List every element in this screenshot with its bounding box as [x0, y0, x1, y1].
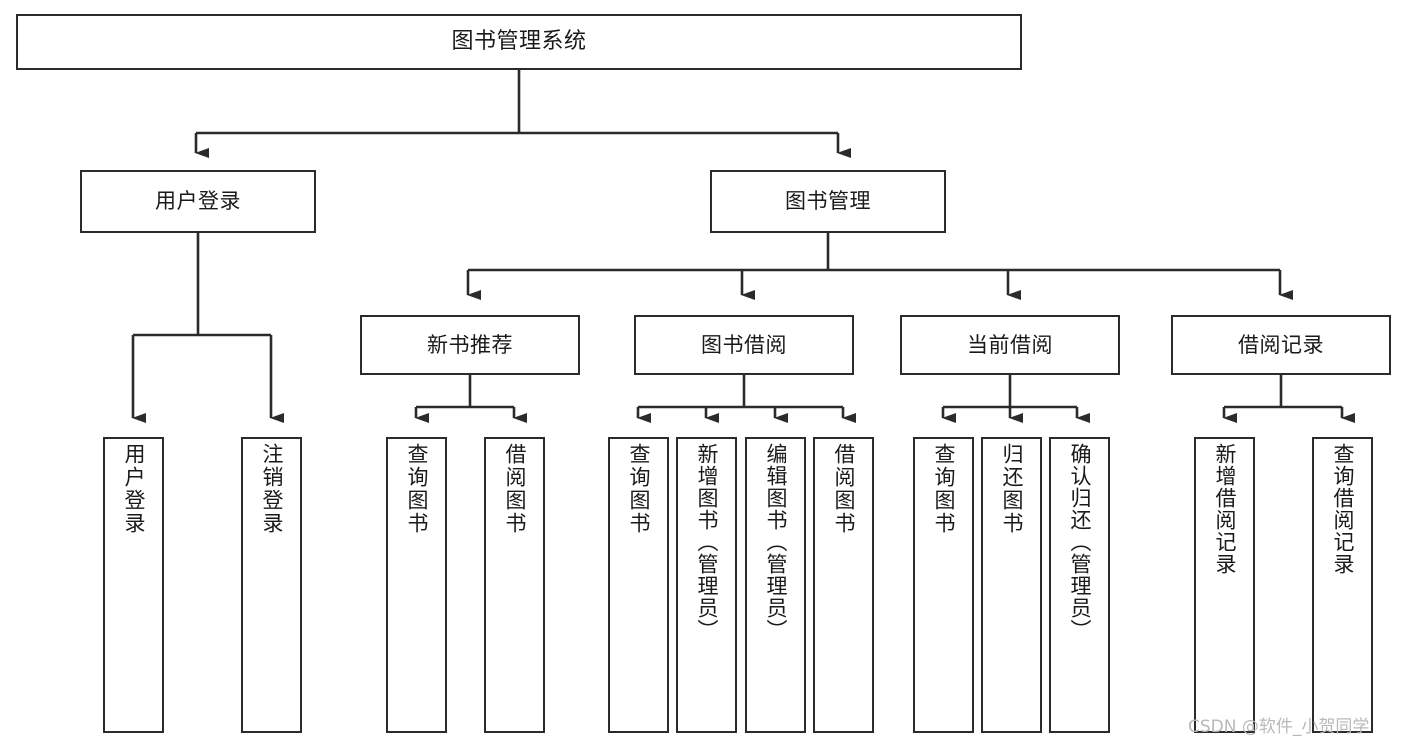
- leaf-query-borrow-record[interactable]: 查询借阅记录: [1312, 437, 1373, 733]
- node-user-login[interactable]: 用户登录: [80, 170, 316, 233]
- leaf-recommend-query-book-label: 查询图书: [405, 443, 429, 535]
- leaf-user-login-label: 用户登录: [122, 443, 146, 535]
- leaf-confirm-return-admin-label: 确认归还（管理员）: [1068, 443, 1092, 641]
- node-book-management[interactable]: 图书管理: [710, 170, 946, 233]
- leaf-add-book-admin[interactable]: 新增图书（管理员）: [676, 437, 737, 733]
- node-book-borrow[interactable]: 图书借阅: [634, 315, 854, 375]
- node-book-borrow-label: 图书借阅: [701, 332, 787, 357]
- node-current-borrow[interactable]: 当前借阅: [900, 315, 1120, 375]
- node-root-label: 图书管理系统: [451, 29, 587, 55]
- leaf-edit-book-admin-label: 编辑图书（管理员）: [764, 443, 788, 641]
- leaf-user-login[interactable]: 用户登录: [103, 437, 164, 733]
- node-user-login-label: 用户登录: [155, 189, 241, 214]
- leaf-current-query-book-label: 查询图书: [932, 443, 956, 535]
- node-root-book-management-system[interactable]: 图书管理系统: [16, 14, 1022, 70]
- leaf-query-borrow-record-label: 查询借阅记录: [1331, 443, 1355, 575]
- node-new-book-recommend-label: 新书推荐: [427, 332, 513, 357]
- leaf-recommend-borrow-book[interactable]: 借阅图书: [484, 437, 545, 733]
- node-borrow-record-label: 借阅记录: [1238, 332, 1324, 357]
- node-new-book-recommend[interactable]: 新书推荐: [360, 315, 580, 375]
- node-current-borrow-label: 当前借阅: [967, 332, 1053, 357]
- leaf-logout-login-label: 注销登录: [260, 443, 284, 535]
- leaf-borrow-book[interactable]: 借阅图书: [813, 437, 874, 733]
- leaf-edit-book-admin[interactable]: 编辑图书（管理员）: [745, 437, 806, 733]
- node-borrow-record[interactable]: 借阅记录: [1171, 315, 1391, 375]
- node-book-management-label: 图书管理: [785, 189, 871, 214]
- leaf-logout-login[interactable]: 注销登录: [241, 437, 302, 733]
- leaf-return-book[interactable]: 归还图书: [981, 437, 1042, 733]
- leaf-add-borrow-record[interactable]: 新增借阅记录: [1194, 437, 1255, 733]
- leaf-confirm-return-admin[interactable]: 确认归还（管理员）: [1049, 437, 1110, 733]
- leaf-borrow-book-label: 借阅图书: [832, 443, 856, 535]
- leaf-return-book-label: 归还图书: [1000, 443, 1024, 535]
- leaf-borrow-query-book[interactable]: 查询图书: [608, 437, 669, 733]
- leaf-current-query-book[interactable]: 查询图书: [913, 437, 974, 733]
- leaf-recommend-query-book[interactable]: 查询图书: [386, 437, 447, 733]
- leaf-recommend-borrow-book-label: 借阅图书: [503, 443, 527, 535]
- csdn-watermark: CSDN @软件_小贺同学: [1188, 717, 1370, 737]
- leaf-borrow-query-book-label: 查询图书: [627, 443, 651, 535]
- leaf-add-book-admin-label: 新增图书（管理员）: [695, 443, 719, 641]
- leaf-add-borrow-record-label: 新增借阅记录: [1213, 443, 1237, 575]
